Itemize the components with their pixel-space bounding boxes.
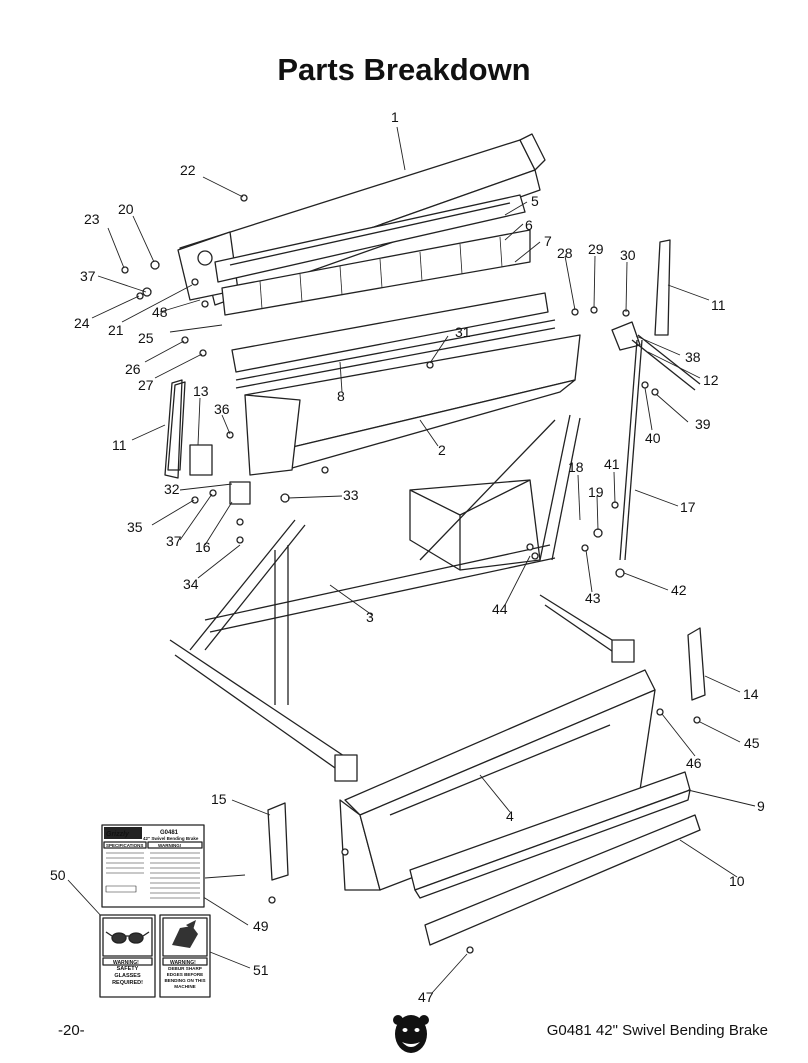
callout-16: 16 bbox=[195, 539, 211, 555]
callout-14: 14 bbox=[743, 686, 759, 702]
part-handle bbox=[611, 321, 701, 391]
part-bracket-15 bbox=[267, 802, 289, 881]
part-side-plate-right bbox=[654, 239, 671, 336]
callout-18: 18 bbox=[568, 459, 584, 475]
page-title: Parts Breakdown bbox=[277, 52, 531, 87]
safety-glasses-icon bbox=[105, 931, 150, 944]
page-number: -20- bbox=[58, 1022, 85, 1039]
deburr-label: WARNING! DEBUR SHARP EDGES BEFORE BENDIN… bbox=[159, 914, 211, 998]
part-finger-bar bbox=[214, 194, 526, 283]
callout-41: 41 bbox=[604, 456, 620, 472]
callout-2: 2 bbox=[438, 442, 446, 458]
spec-model: G0481 bbox=[160, 830, 179, 836]
callout-30: 30 bbox=[620, 247, 636, 263]
part-bracket-14 bbox=[687, 627, 706, 701]
grizzly-bear-logo-icon bbox=[393, 1015, 429, 1053]
callout-15: 15 bbox=[211, 791, 227, 807]
callout-47: 47 bbox=[418, 989, 434, 1005]
callout-5: 5 bbox=[531, 193, 539, 209]
spec-header: SPECIFICATIONS bbox=[106, 843, 143, 848]
callout-49: 49 bbox=[253, 918, 269, 934]
part-stand bbox=[169, 414, 635, 782]
part-lower-beam bbox=[339, 669, 656, 891]
callout-45: 45 bbox=[744, 735, 760, 751]
spec-warning: WARNING! bbox=[158, 843, 182, 848]
spec-label: Grizzly G0481 42" Swivel Bending Brake S… bbox=[101, 824, 205, 908]
callout-34: 34 bbox=[183, 576, 199, 592]
callout-37-top: 37 bbox=[80, 268, 96, 284]
callout-31: 31 bbox=[455, 324, 471, 340]
callout-44: 44 bbox=[492, 601, 508, 617]
callout-8: 8 bbox=[337, 388, 345, 404]
callout-20: 20 bbox=[118, 201, 134, 217]
safety-glasses-label: WARNING! SAFETY GLASSES REQUIRED! bbox=[99, 914, 156, 998]
part-bar-9 bbox=[409, 771, 691, 899]
part-bending-leaf bbox=[244, 334, 581, 476]
callout-36: 36 bbox=[214, 401, 230, 417]
callout-50: 50 bbox=[50, 867, 66, 883]
spec-brand: Grizzly bbox=[106, 831, 130, 838]
part-clamp-bar bbox=[231, 292, 556, 389]
callout-48: 48 bbox=[152, 304, 168, 320]
callout-40: 40 bbox=[645, 430, 661, 446]
model-title: G0481 42" Swivel Bending Brake bbox=[546, 1022, 768, 1039]
callout-39: 39 bbox=[695, 416, 711, 432]
callout-19: 19 bbox=[588, 484, 604, 500]
part-block-13 bbox=[189, 444, 213, 476]
callout-42: 42 bbox=[671, 582, 687, 598]
callout-4: 4 bbox=[506, 808, 514, 824]
part-rod bbox=[619, 339, 643, 561]
callout-6: 6 bbox=[525, 217, 533, 233]
callout-24: 24 bbox=[74, 315, 90, 331]
callout-25: 25 bbox=[138, 330, 154, 346]
callout-29: 29 bbox=[588, 241, 604, 257]
hand-warning-icon bbox=[172, 920, 198, 948]
deburr-text: DEBUR SHARP EDGES BEFORE BENDING ON THIS… bbox=[164, 966, 206, 989]
part-block-16 bbox=[229, 481, 251, 505]
spec-product: 42" Swivel Bending Brake bbox=[143, 836, 199, 841]
callout-labels: 1 2 3 4 5 6 7 8 9 10 11 11 12 13 14 15 1… bbox=[50, 109, 765, 1005]
callout-28: 28 bbox=[557, 245, 573, 261]
callout-13: 13 bbox=[193, 383, 209, 399]
callout-1: 1 bbox=[391, 109, 399, 125]
callout-33: 33 bbox=[343, 487, 359, 503]
callout-9: 9 bbox=[757, 798, 765, 814]
leader-lines bbox=[67, 126, 756, 994]
callout-17: 17 bbox=[680, 499, 696, 515]
callout-26: 26 bbox=[125, 361, 141, 377]
part-fingers bbox=[221, 229, 531, 316]
callout-3: 3 bbox=[366, 609, 374, 625]
callout-7: 7 bbox=[544, 233, 552, 249]
callout-35: 35 bbox=[127, 519, 143, 535]
callout-43: 43 bbox=[585, 590, 601, 606]
deburr-warning: WARNING! bbox=[170, 960, 196, 966]
callout-21: 21 bbox=[108, 322, 124, 338]
callout-12: 12 bbox=[703, 372, 719, 388]
safety-warning: WARNING! bbox=[113, 960, 139, 966]
part-bar-10 bbox=[424, 814, 701, 946]
callout-11-left: 11 bbox=[112, 437, 127, 453]
callout-38: 38 bbox=[685, 349, 701, 365]
safety-text: SAFETY GLASSES REQUIRED! bbox=[112, 966, 143, 986]
callout-51: 51 bbox=[253, 962, 269, 978]
callout-10: 10 bbox=[729, 873, 745, 889]
callout-22: 22 bbox=[180, 162, 196, 178]
callout-37-bottom: 37 bbox=[166, 533, 182, 549]
part-side-plate-left bbox=[164, 379, 186, 479]
callout-32: 32 bbox=[164, 481, 180, 497]
callout-11-right: 11 bbox=[711, 297, 726, 313]
callout-46: 46 bbox=[686, 755, 702, 771]
callout-23: 23 bbox=[84, 211, 100, 227]
callout-27: 27 bbox=[138, 377, 154, 393]
